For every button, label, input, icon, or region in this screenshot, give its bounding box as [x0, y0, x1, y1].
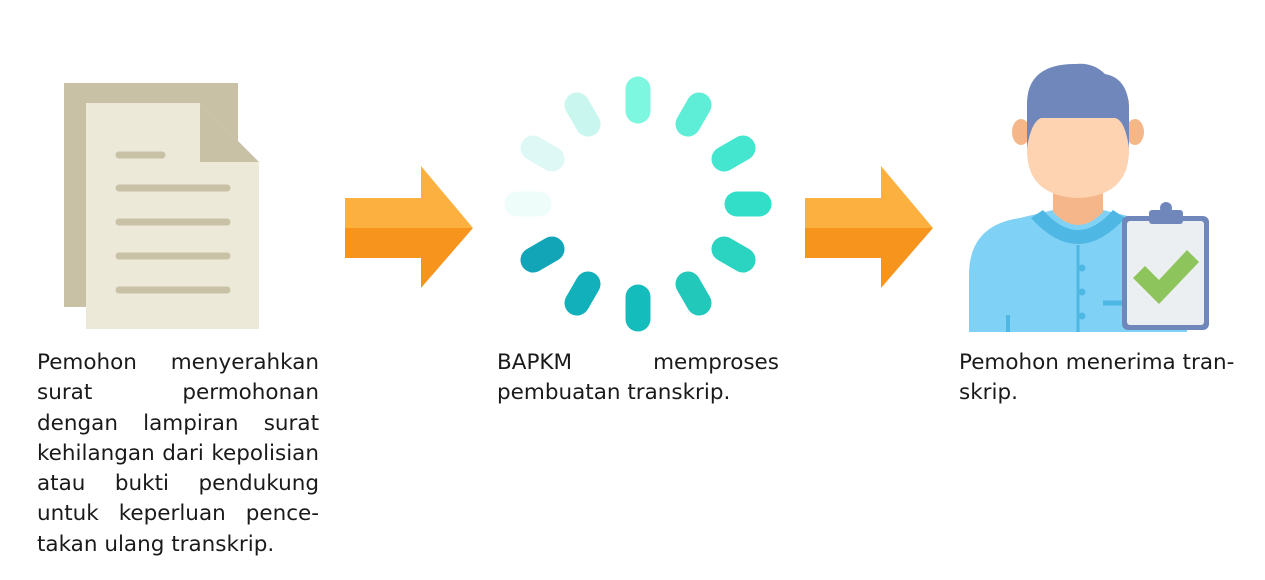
document-folded-corner [200, 103, 259, 162]
shirt-button [1078, 288, 1086, 296]
text-line: takan ulang transkrip. [37, 531, 275, 557]
arrow-right-icon [805, 166, 933, 288]
person-ear [1012, 119, 1030, 145]
spinner-segment [520, 135, 565, 172]
spinner-segment [711, 236, 756, 273]
clipboard-clip-ring [1160, 202, 1172, 214]
person-with-clipboard-check-icon [969, 63, 1209, 332]
text-line: Pemohon menerima tran- [959, 350, 1235, 375]
text-line: untuk keperluan pence- [37, 501, 319, 527]
text-line: Pemohon menyerahkan [37, 350, 319, 375]
text-line: skrip. [959, 380, 1018, 406]
step-3-description: Pemohon menerima tran- skrip. [959, 348, 1241, 409]
text-line: surat permohonan [37, 380, 319, 406]
spinner-segment [564, 92, 601, 137]
shirt-button [1078, 264, 1086, 272]
arrow-right-icon [345, 166, 473, 288]
spinner-segment [520, 236, 565, 273]
person-hair [1027, 63, 1129, 148]
step-2-description: BAPKM memproses pembuatan transkrip. [497, 348, 779, 409]
spinner-segment [675, 92, 712, 137]
spinner-segment [564, 271, 601, 316]
person-collar [1031, 210, 1125, 244]
step-1-description: Pemohon menyerahkan surat permohonan den… [37, 348, 319, 560]
shirt-button [1078, 312, 1086, 320]
clipboard-clip [1149, 210, 1183, 224]
document-icon [64, 83, 259, 329]
loading-spinner-icon [504, 76, 772, 332]
check-icon [1133, 250, 1199, 304]
text-line: BAPKM memproses [497, 350, 779, 375]
clipboard-paper [1127, 221, 1204, 325]
spinner-segment [675, 271, 712, 316]
person-ear [1126, 119, 1144, 145]
text-line: kehilangan dari kepolisian [37, 440, 319, 466]
text-line: dengan lampiran surat [37, 410, 319, 436]
person-face [1027, 100, 1129, 198]
text-line: atau bukti pendukung [37, 471, 319, 497]
spinner-segment [711, 135, 756, 172]
text-line: pembuatan transkrip. [497, 380, 731, 406]
